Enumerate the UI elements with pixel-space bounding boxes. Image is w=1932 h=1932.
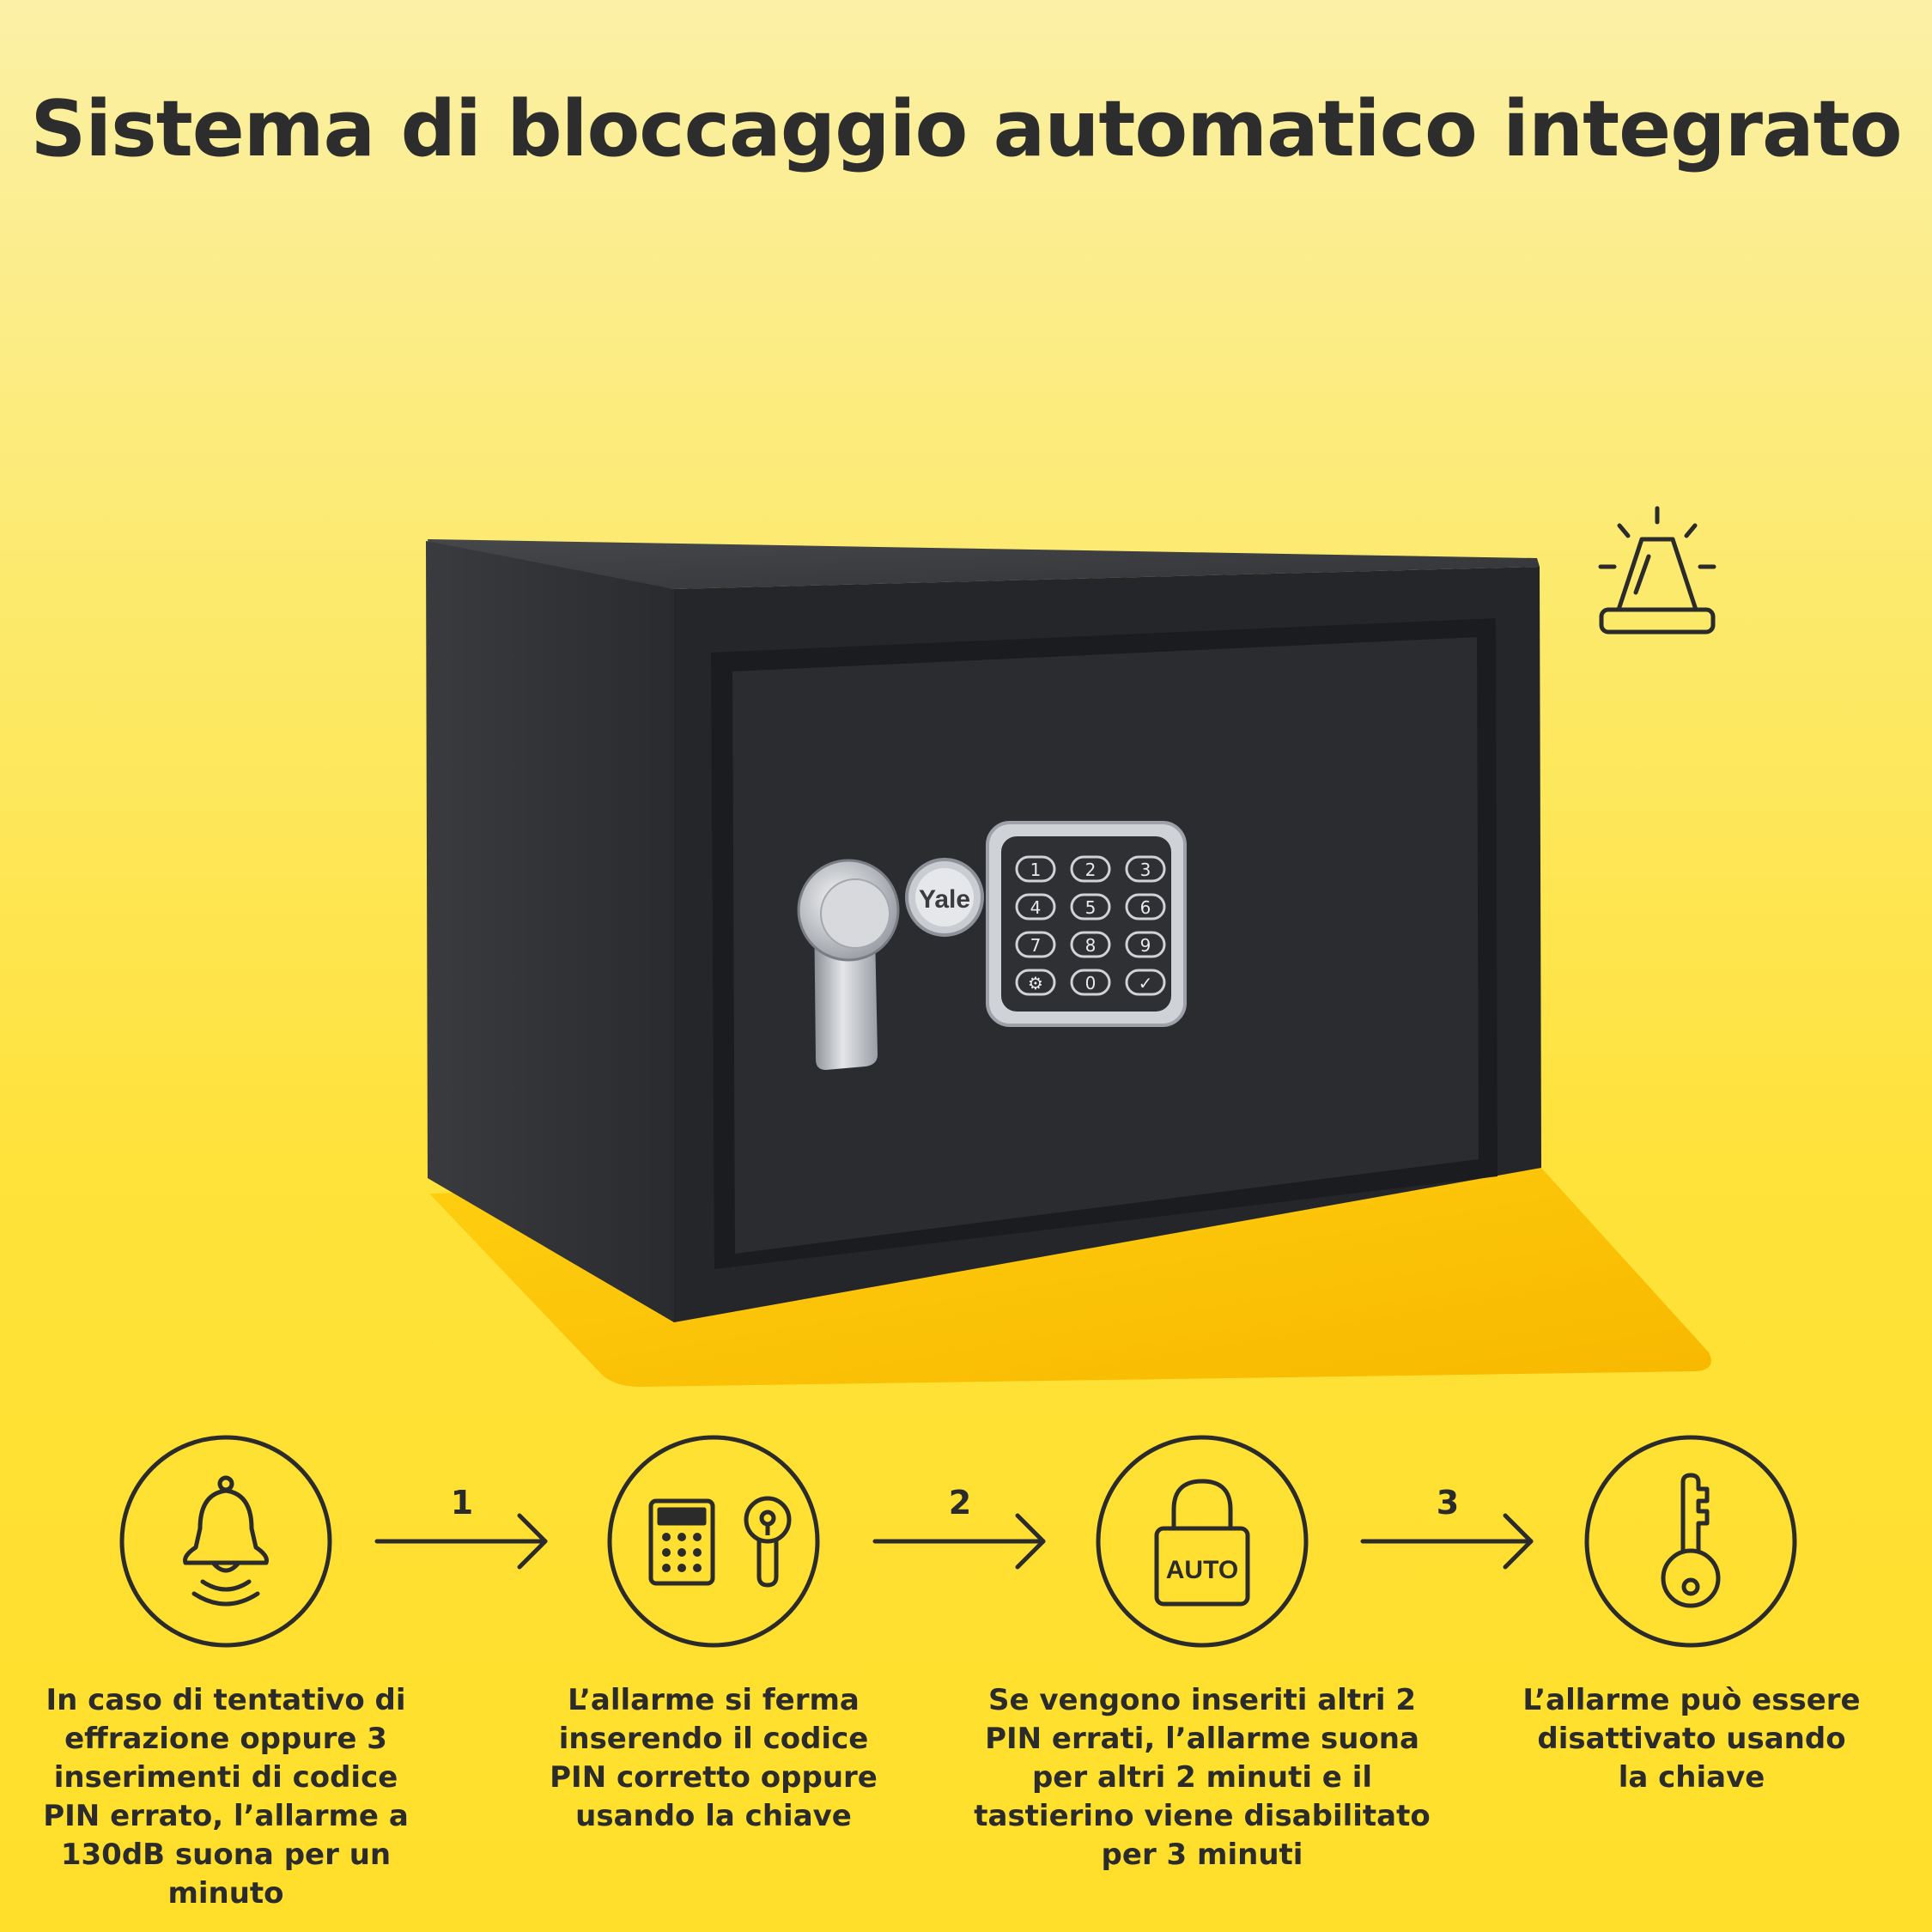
keypad-key-label: 7 (1030, 935, 1042, 956)
keypad-key-icon (607, 1435, 820, 1648)
step-number-2: 2 (948, 1484, 972, 1522)
auto-lock-icon: AUTO (1096, 1435, 1309, 1648)
keypad-key-label: 8 (1085, 935, 1097, 956)
keypad-key[interactable]: ✓ (1125, 969, 1166, 996)
arrow-2 (872, 1513, 1046, 1570)
keypad-key[interactable]: 1 (1015, 855, 1056, 883)
keypad: 1 2 3 4 5 6 7 8 9 ⚙ 0 ✓ (986, 821, 1187, 1027)
auto-lock-label: AUTO (1166, 1556, 1238, 1584)
keypad-key-label: ✓ (1139, 973, 1153, 993)
keypad-key-label: 1 (1030, 860, 1042, 880)
keypad-key[interactable]: 5 (1070, 893, 1111, 920)
step-text-4: L’allarme può essere disattivato usando … (1522, 1683, 1861, 1795)
keypad-key[interactable]: 0 (1070, 969, 1111, 996)
keypad-key-label: 6 (1140, 897, 1151, 918)
keypad-key[interactable]: 7 (1015, 931, 1056, 958)
page-title: Sistema di bloccaggio automatico integra… (30, 84, 1902, 174)
safe-handle (797, 859, 900, 1070)
arrow-3 (1360, 1513, 1534, 1570)
brand-badge: Yale (905, 858, 984, 937)
arrow-1 (374, 1513, 548, 1570)
keypad-key-label: 9 (1140, 935, 1151, 956)
safe-side (426, 541, 674, 1322)
keypad-key[interactable]: 2 (1070, 855, 1111, 883)
keypad-key[interactable]: 6 (1125, 893, 1166, 920)
keypad-key-label: 2 (1085, 860, 1097, 880)
keypad-key[interactable]: 3 (1125, 855, 1166, 883)
safe-top (428, 539, 1540, 589)
brand-label: Yale (919, 885, 970, 914)
alarm-light-icon (1598, 506, 1716, 635)
keypad-key-label: 3 (1140, 860, 1151, 880)
step-text-3: Se vengono inseriti altri 2 PIN errati, … (974, 1683, 1431, 1872)
keypad-key[interactable]: 4 (1015, 893, 1056, 920)
keypad-key[interactable]: 9 (1125, 931, 1166, 958)
keypad-key-label: 0 (1085, 973, 1097, 993)
keypad-key[interactable]: ⚙ (1015, 969, 1056, 996)
keypad-key-label: 4 (1030, 897, 1042, 918)
step-text-2: L’allarme si ferma inserendo il codice P… (550, 1683, 878, 1833)
keypad-key[interactable]: 8 (1070, 931, 1111, 958)
keypad-key-label: 5 (1085, 897, 1097, 918)
step-text-1: In caso di tentativo di effrazione oppur… (43, 1683, 409, 1911)
bell-alarm-icon (119, 1435, 332, 1648)
step-number-1: 1 (450, 1484, 474, 1522)
keypad-key-label: ⚙ (1028, 973, 1043, 993)
step-number-3: 3 (1436, 1484, 1460, 1522)
key-icon (1584, 1435, 1797, 1648)
